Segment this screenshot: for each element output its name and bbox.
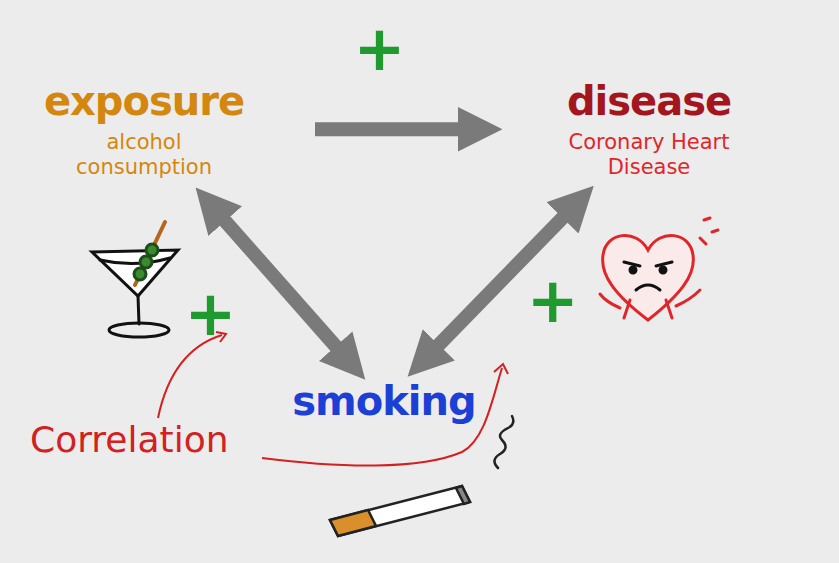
arrow-connector (423, 202, 578, 361)
node-subtitle: Coronary Heart Disease (544, 130, 754, 180)
concept-node: exposure alcohol consumption (25, 78, 263, 180)
edge-sign: + (527, 270, 579, 332)
cigarette (330, 416, 513, 536)
node-heading: exposure (25, 78, 263, 124)
martini-glass (92, 222, 178, 337)
annotation-note: Correlation (30, 422, 229, 458)
edge-sign: + (184, 283, 236, 345)
node-subtitle: alcohol consumption (59, 130, 229, 180)
edge-sign: + (354, 18, 406, 80)
sad-heart (600, 218, 718, 320)
concept-node: diseaseCoronary Heart Disease (520, 78, 778, 180)
concept-node: smoking (280, 378, 488, 424)
node-heading: smoking (280, 378, 488, 424)
node-heading: disease (520, 78, 778, 124)
heart-face (624, 262, 672, 290)
arrow-connector (315, 122, 480, 136)
